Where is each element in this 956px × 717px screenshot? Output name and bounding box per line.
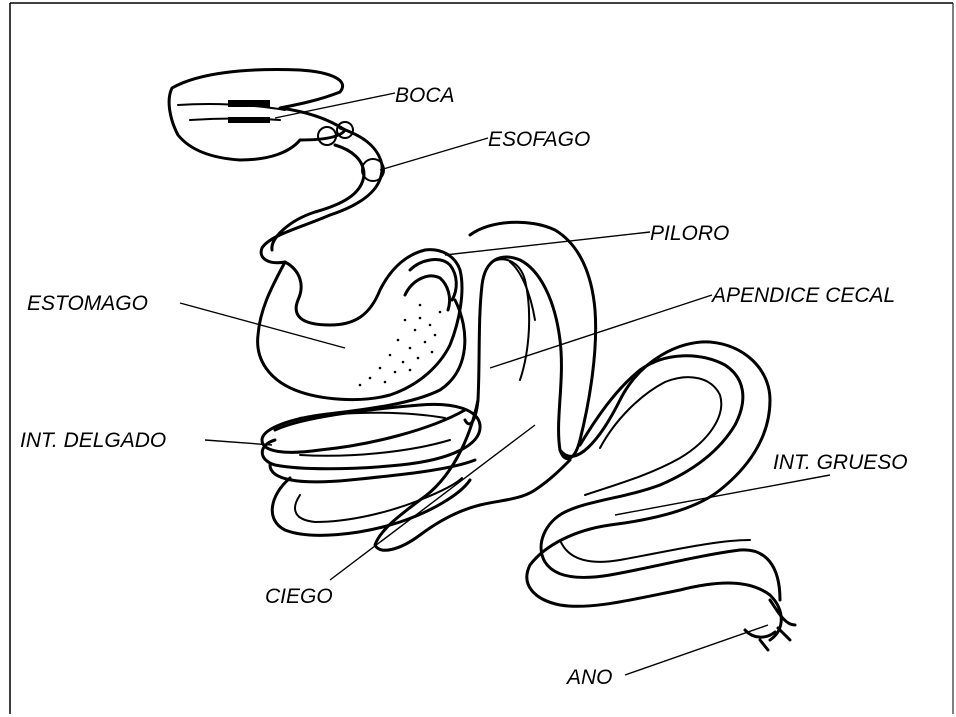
label-int-delgado: INT. DELGADO <box>20 429 166 452</box>
esophagus <box>261 128 382 263</box>
teeth-upper <box>228 100 270 107</box>
pylorus-outer <box>405 276 450 310</box>
small-intestine-loop-2 <box>262 404 480 468</box>
small-intestine-loop-1 <box>262 300 465 452</box>
leader-piloro <box>445 232 650 255</box>
esophagus-inner <box>272 145 364 250</box>
label-ano: ANO <box>565 666 613 689</box>
caecum <box>465 222 596 459</box>
label-ciego: CIEGO <box>265 585 333 608</box>
large-intestine-coil-mid <box>585 377 721 495</box>
label-boca: BOCA <box>395 84 455 107</box>
leader-int-grueso <box>615 475 830 515</box>
leader-ciego <box>330 425 535 580</box>
anus <box>745 600 795 650</box>
leader-ano <box>625 625 768 675</box>
stomach <box>258 250 462 400</box>
digestive-tract-drawing <box>169 70 795 650</box>
large-intestine-coil-mid-2 <box>560 540 750 562</box>
leader-esofago <box>380 138 488 170</box>
label-estomago: ESTOMAGO <box>27 292 148 315</box>
teeth-lower <box>228 117 270 123</box>
small-intestine-loop-4 <box>272 478 470 535</box>
mouth-shape <box>169 70 345 160</box>
label-piloro: PILORO <box>650 222 729 245</box>
label-apendice-cecal: APENDICE CECAL <box>710 284 895 307</box>
large-intestine-coil-inner <box>541 356 780 600</box>
label-esofago: ESOFAGO <box>488 128 590 151</box>
caecum-inner-2 <box>510 262 535 320</box>
label-int-grueso: INT. GRUESO <box>773 451 908 474</box>
